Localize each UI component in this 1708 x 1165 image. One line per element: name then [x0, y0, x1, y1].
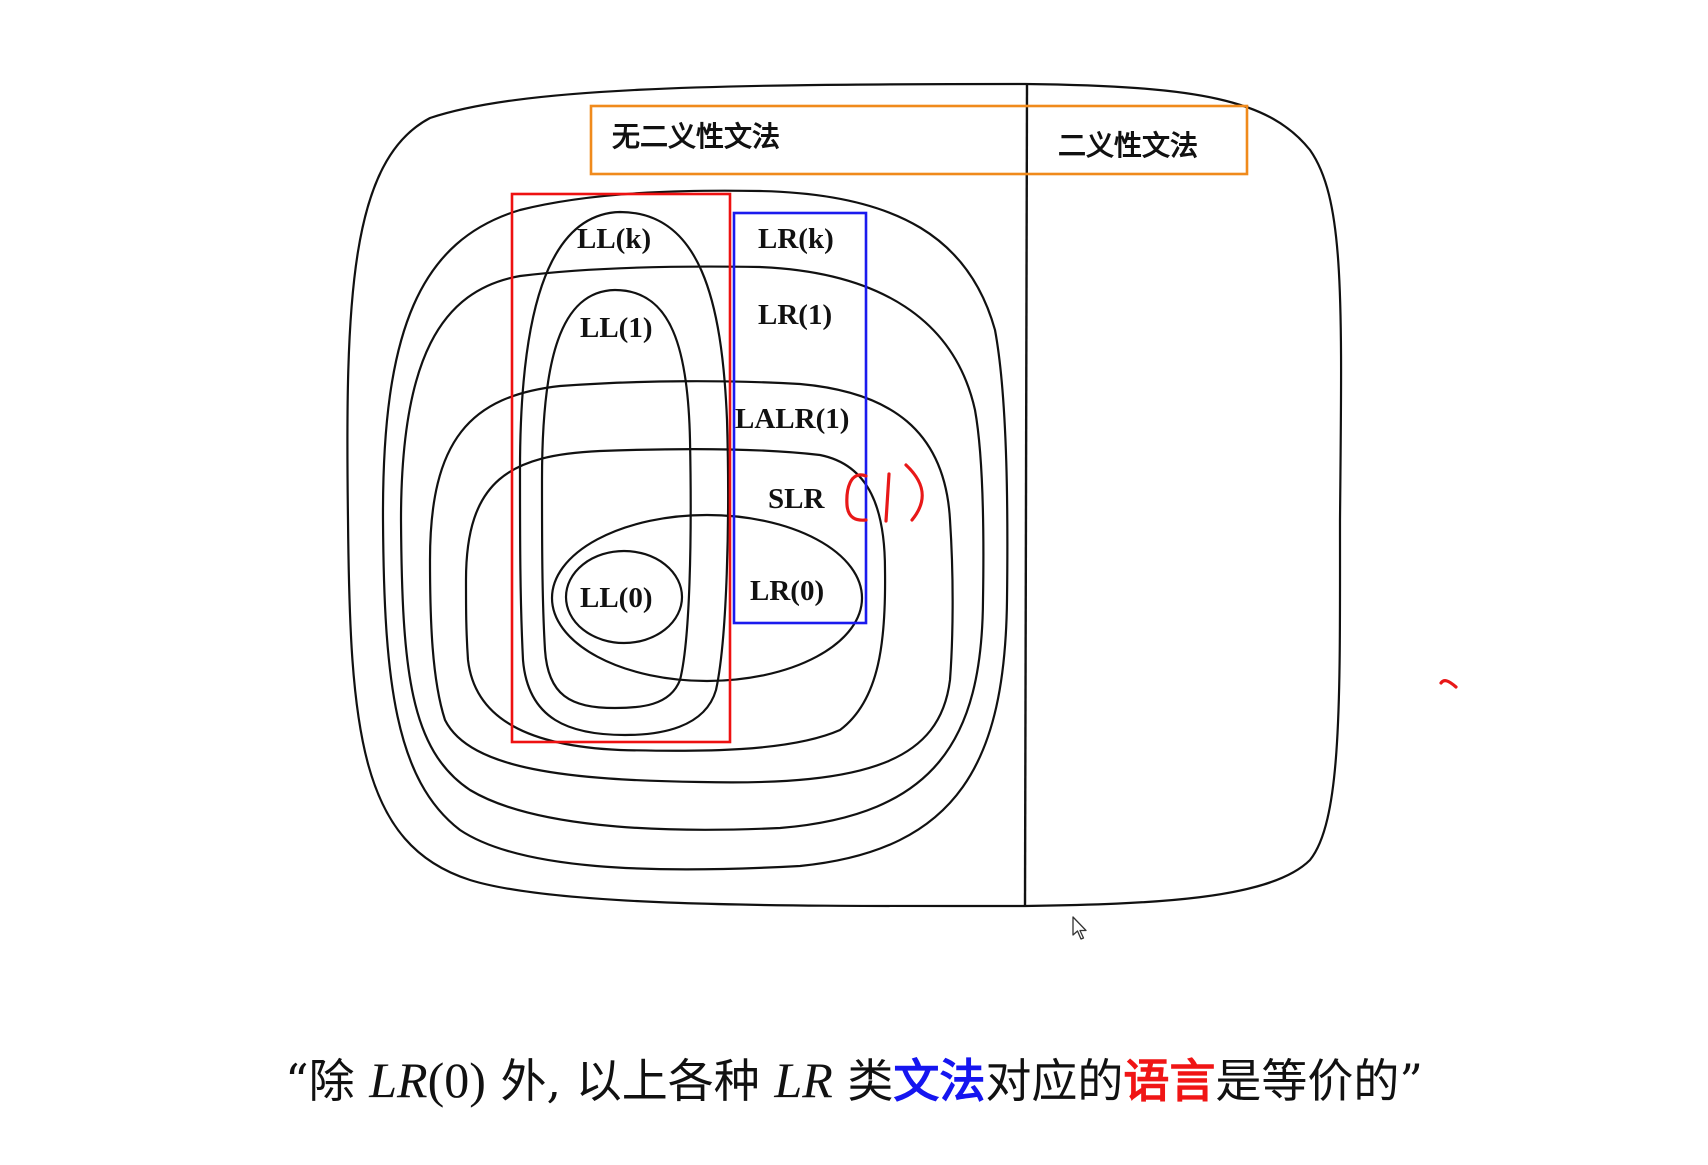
ambiguous-grammar-label: 二义性文法: [1058, 129, 1198, 162]
ambiguity-divider: [1023, 83, 1029, 907]
lr-1-ring: [399, 265, 985, 831]
slr-label: SLR: [768, 483, 825, 515]
caption-highlight-grammar: 文法: [893, 1054, 986, 1108]
lr-k-label: LR(k): [758, 223, 834, 255]
ll-k-oval: [518, 210, 730, 737]
caption-text-3: 类: [832, 1054, 894, 1108]
lr-0-ellipse: [550, 513, 864, 683]
lalr-1-ring: [428, 380, 954, 784]
lalr-1-label: LALR(1): [735, 403, 849, 435]
caption-math-lr: LR: [369, 1052, 428, 1108]
ll-1-oval: [540, 288, 692, 710]
slr-ring: [464, 447, 887, 752]
caption-close-quote: ”: [1399, 1054, 1423, 1108]
lr-k-ring: [381, 189, 1009, 871]
grammar-type-highlight-box: [589, 104, 1249, 176]
ll-0-label: LL(0): [580, 582, 653, 614]
ll-group-highlight-box: [510, 192, 732, 744]
handwritten-1-annotation: [845, 463, 924, 523]
caption-text-2: 外, 以上各种: [485, 1054, 775, 1108]
caption-text-4: 对应的: [985, 1054, 1124, 1108]
caption-text-1: 除: [308, 1054, 370, 1108]
ll-0-ellipse: [564, 549, 684, 645]
mouse-cursor-icon: [1072, 916, 1087, 940]
caption-open-quote: “: [285, 1054, 309, 1108]
ll-1-label: LL(1): [580, 312, 653, 344]
all-grammars-boundary: [346, 82, 1343, 908]
caption-text-5: 是等价的: [1215, 1054, 1400, 1108]
lr-1-label: LR(1): [758, 299, 832, 331]
caption-highlight-language: 语言: [1123, 1054, 1216, 1108]
ll-k-label: LL(k): [577, 223, 651, 255]
unambiguous-grammar-label: 无二义性文法: [612, 120, 780, 153]
caption-math-lr-2: LR: [774, 1052, 833, 1108]
caption-math-lr-arg: (0): [427, 1052, 486, 1108]
caption: “除 LR(0) 外, 以上各种 LR 类文法对应的语言是等价的”: [0, 1048, 1708, 1113]
stray-ink-mark: [1439, 679, 1458, 689]
lr-group-highlight-box: [732, 211, 868, 625]
lr-0-label: LR(0): [750, 575, 824, 607]
grammar-hierarchy-diagram: 无二义性文法 二义性文法 LL(k) LL(1) LL(0) LR(k) LR(…: [346, 82, 1458, 908]
